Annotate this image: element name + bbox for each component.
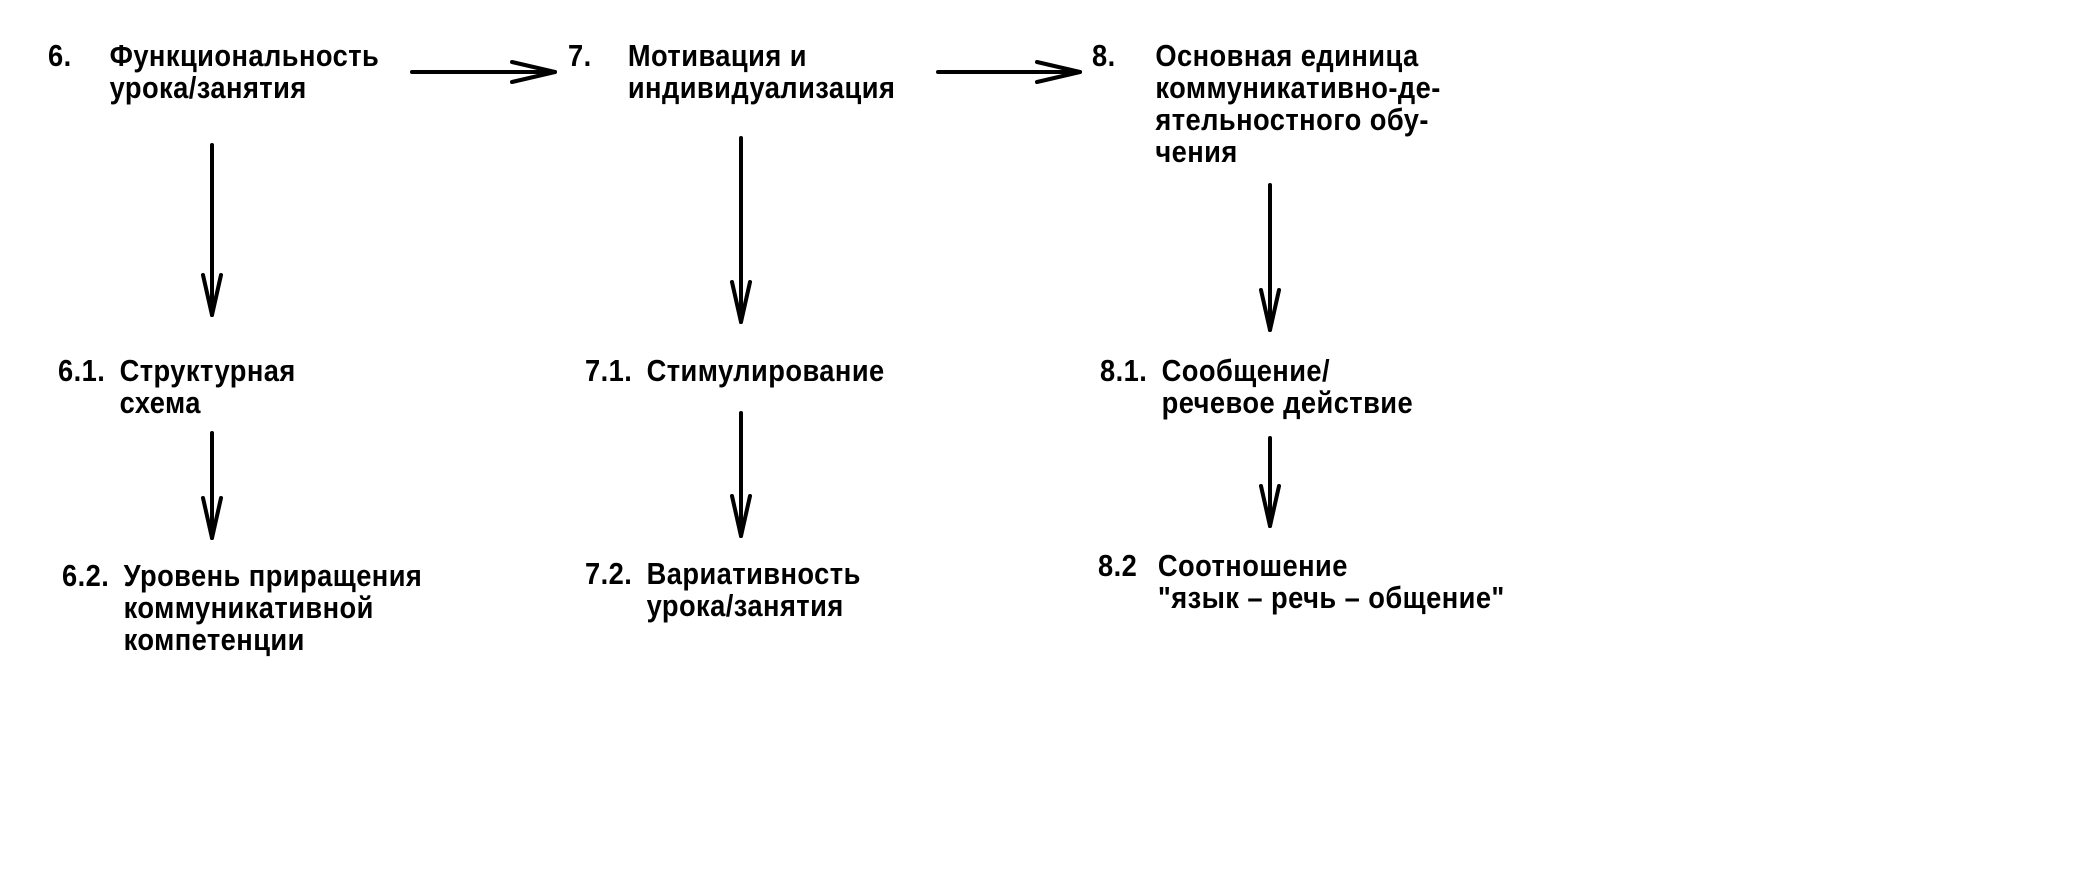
node-6-2-line-3: компетенции xyxy=(123,622,305,657)
arrow-6-to-6-1 xyxy=(201,143,223,317)
node-8-2-line-2: "язык – речь – общение" xyxy=(1157,580,1505,615)
node-6-2-line-2: коммуникативной xyxy=(123,590,374,625)
node-8-line-4: чения xyxy=(1155,134,1238,169)
node-8-line-1: Основная единица xyxy=(1155,38,1419,73)
node-8-1-line-1: Сообщение/ xyxy=(1161,353,1331,388)
node-8-1-line-2: речевое действие xyxy=(1161,385,1414,420)
arrow-8-to-8-1 xyxy=(1259,183,1281,332)
node-6-2-number: 6.2. xyxy=(62,558,110,593)
arrow-7-1-to-7-2 xyxy=(730,411,752,538)
node-6-1-label: Структурная схема xyxy=(120,355,296,419)
node-8-number: 8. xyxy=(1092,38,1116,73)
node-7-1-number: 7.1. xyxy=(585,353,633,388)
node-8-2-line-1: Соотношение xyxy=(1157,548,1348,583)
node-7-1-label: Стимулирование xyxy=(647,355,885,387)
arrow-6-1-to-6-2 xyxy=(201,431,223,540)
node-7-2-number: 7.2. xyxy=(585,556,633,591)
node-8-1-label: Сообщение/ речевое действие xyxy=(1162,355,1414,419)
node-8-line-3: ятельностного обу- xyxy=(1155,102,1429,137)
node-8-2-number: 8.2 xyxy=(1098,548,1138,583)
node-6-2-line-1: Уровень приращения xyxy=(123,558,423,593)
node-7-2-label: Вариативность урока/занятия xyxy=(647,558,861,622)
node-7-2-line-2: урока/занятия xyxy=(646,588,844,623)
node-7-label: Мотивация и индивидуализация xyxy=(628,40,895,104)
node-6-line-1: Функциональность xyxy=(109,38,380,73)
arrow-7-to-8 xyxy=(936,60,1082,84)
node-6-line-2: урока/занятия xyxy=(109,70,307,105)
node-6-label: Функциональность урока/занятия xyxy=(110,40,380,104)
arrow-7-to-7-1 xyxy=(730,136,752,324)
node-7-line-1: Мотивация и xyxy=(627,38,807,73)
node-6-number: 6. xyxy=(48,38,72,73)
node-7-2-line-1: Вариативность xyxy=(646,556,861,591)
node-8-2-label: Соотношение "язык – речь – общение" xyxy=(1158,550,1505,614)
node-6-2-label: Уровень приращения коммуникативной компе… xyxy=(124,560,423,656)
node-7-1-line-1: Стимулирование xyxy=(646,353,885,388)
arrow-8-1-to-8-2 xyxy=(1259,436,1281,528)
node-8-line-2: коммуникативно-де- xyxy=(1155,70,1441,105)
node-8-1-number: 8.1. xyxy=(1100,353,1148,388)
node-7-line-2: индивидуализация xyxy=(627,70,896,105)
node-6-1-number: 6.1. xyxy=(58,353,106,388)
node-6-1-line-2: схема xyxy=(119,385,201,420)
node-8-label: Основная единица коммуникативно-де- ятел… xyxy=(1155,40,1440,168)
node-7-number: 7. xyxy=(568,38,592,73)
node-6-1-line-1: Структурная xyxy=(119,353,296,388)
arrow-6-to-7 xyxy=(410,60,557,84)
